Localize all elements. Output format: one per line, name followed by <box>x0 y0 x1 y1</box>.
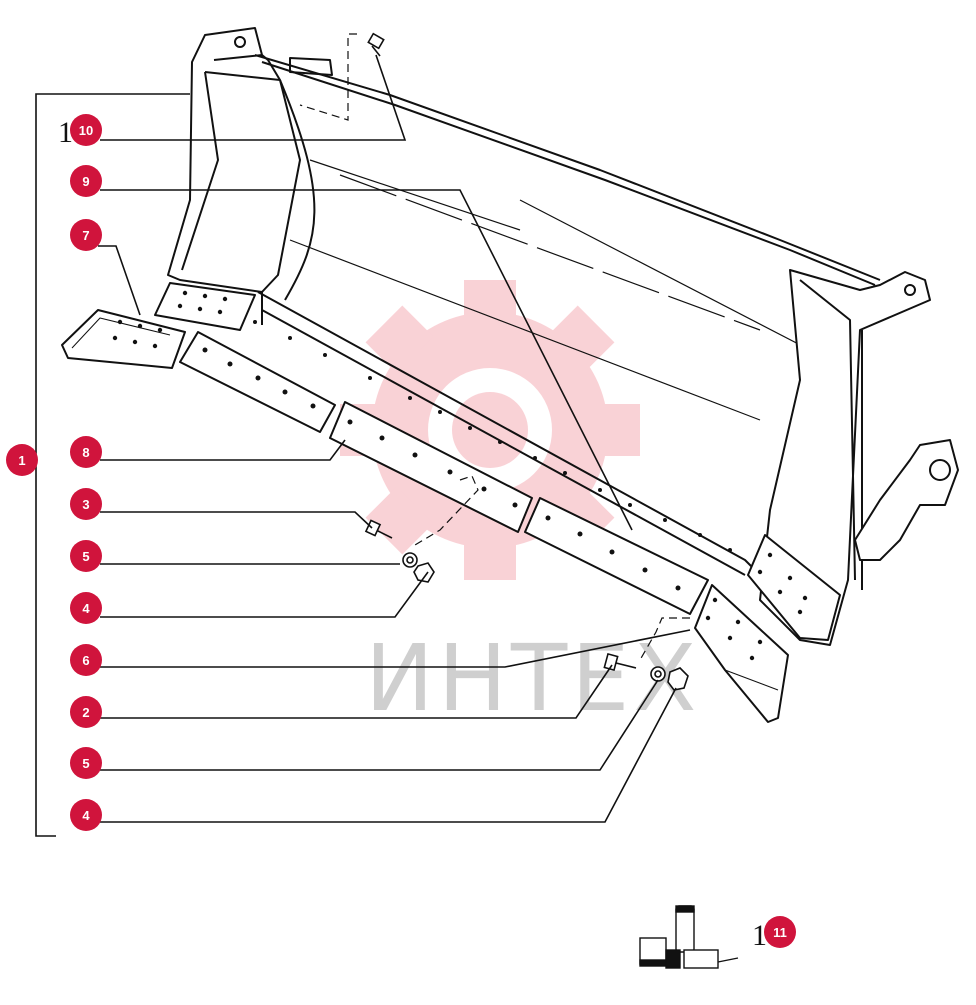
callout-3-label: 3 <box>82 497 89 512</box>
leader-lines <box>25 54 691 837</box>
callout-4a-label: 4 <box>82 601 90 616</box>
edge-segment-2 <box>329 401 533 533</box>
callout-11-prefix: 1 <box>752 919 767 952</box>
callout-1-label: 1 <box>18 453 25 468</box>
watermark-text: ИНТЕХ <box>365 625 700 732</box>
edge-segment-3 <box>524 497 709 615</box>
callout-6-circle <box>70 644 102 676</box>
callout-9-circle <box>70 165 102 197</box>
callout-4b-label: 4 <box>82 808 90 823</box>
callout-4a-circle <box>70 592 102 624</box>
callout-7-circle <box>70 219 102 251</box>
fasteners <box>364 32 689 691</box>
callout-11-label: 11 <box>773 925 787 940</box>
bolt-10 <box>367 32 385 57</box>
nut-4b <box>667 667 689 691</box>
callout-4b-circle <box>70 799 102 831</box>
callout-8-label: 8 <box>82 445 89 460</box>
callout-10-label: 10 <box>79 123 93 138</box>
end-bit-right <box>694 584 789 723</box>
hardware-kit-icon <box>639 905 739 969</box>
dashed-guides <box>299 33 690 661</box>
callout-5b-label: 5 <box>82 756 89 771</box>
nut-4a <box>413 562 435 583</box>
callout-8-circle <box>70 436 102 468</box>
dozer-blade <box>154 27 959 646</box>
callout-11-circle <box>764 916 796 948</box>
callout-10-prefix: 1 <box>58 116 73 149</box>
callout-2-label: 2 <box>82 705 89 720</box>
bolt-3 <box>364 519 393 539</box>
cutting-edge-segments <box>61 309 789 723</box>
callout-5b-circle <box>70 747 102 779</box>
callout-6-label: 6 <box>82 653 89 668</box>
callout-10-circle <box>70 114 102 146</box>
callout-9-label: 9 <box>82 174 89 189</box>
callout-2-circle <box>70 696 102 728</box>
callout-7-label: 7 <box>82 228 89 243</box>
callout-5a-label: 5 <box>82 549 89 564</box>
callout-markers: 1 10 9 7 1 8 3 5 4 6 2 5 4 1 11 <box>6 114 796 952</box>
callout-3-circle <box>70 488 102 520</box>
callout-1-circle <box>6 444 38 476</box>
edge-segment-1 <box>179 331 336 433</box>
callout-5a-circle <box>70 540 102 572</box>
